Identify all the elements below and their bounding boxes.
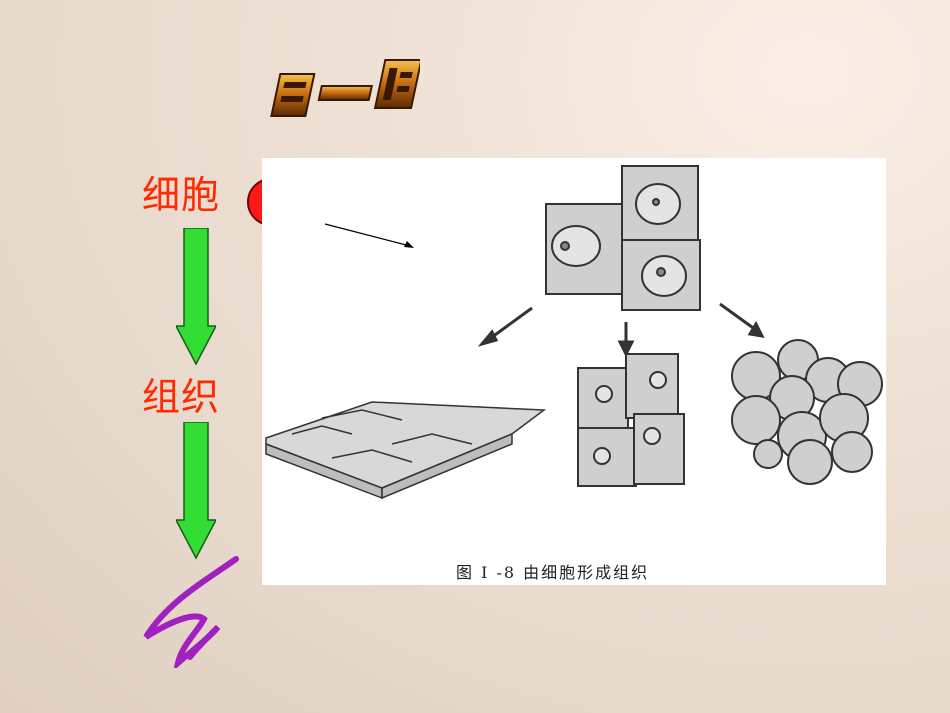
round-cell-tissue [731,339,883,485]
cuboidal-tissue [577,353,685,487]
down-arrow-icon [176,422,216,560]
cell-to-tissue-figure: 图 I -8 由细胞形成组织 [262,158,886,585]
source-cells [545,165,701,311]
label-tissue: 组织 [142,375,221,419]
figure-caption: 图 I -8 由细胞形成组织 [456,563,649,582]
title-wordart [270,59,420,117]
squiggle-decoration [143,556,239,668]
pointer-arrow [324,223,414,248]
squamous-tissue [265,401,547,500]
down-arrow-icon [176,228,216,366]
label-cell: 细胞 [142,173,221,217]
